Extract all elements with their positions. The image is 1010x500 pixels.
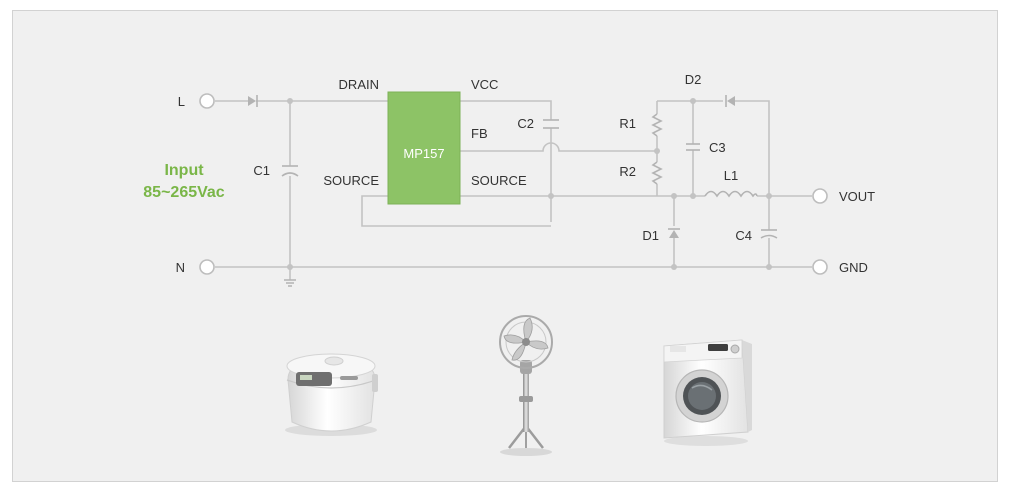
terminal-n (199, 259, 215, 275)
r2-label: R2 (619, 164, 636, 179)
input-title: Input (164, 162, 204, 179)
terminal-vout (812, 188, 828, 204)
pin-vcc-label: VCC (471, 77, 498, 92)
washing-machine-icon (663, 339, 752, 446)
input-range: 85~265Vac (143, 184, 225, 201)
stand-fan-icon (499, 315, 553, 456)
input-diode (248, 95, 258, 107)
ground-icon (284, 279, 296, 287)
d2-diode (725, 95, 735, 107)
junctions (287, 98, 772, 270)
terminal-l (199, 93, 215, 109)
c4-capacitor (760, 229, 778, 239)
d1-label: D1 (642, 228, 659, 243)
pin-source-right-label: SOURCE (471, 173, 527, 188)
terminal-gnd (812, 259, 828, 275)
r1-resistor (651, 113, 663, 137)
r1-label: R1 (619, 116, 636, 131)
chip-name: MP157 (403, 146, 444, 161)
terminal-gnd-label: GND (839, 260, 868, 275)
c2-label: C2 (517, 116, 534, 131)
l1-label: L1 (724, 168, 738, 183)
terminal-l-label: L (178, 94, 185, 109)
c1-label: C1 (253, 163, 270, 178)
r2-resistor (651, 161, 663, 185)
c1-capacitor (281, 165, 299, 177)
c4-label: C4 (735, 228, 752, 243)
l1-inductor (704, 190, 758, 198)
pin-fb-label: FB (471, 126, 488, 141)
pin-source-left-label: SOURCE (323, 173, 379, 188)
d1-diode (668, 228, 680, 238)
d2-label: D2 (685, 72, 702, 87)
terminal-n-label: N (176, 260, 185, 275)
wires (215, 100, 812, 280)
c3-label: C3 (709, 140, 726, 155)
diagram-panel (12, 10, 998, 482)
mp157-chip (387, 91, 461, 205)
c3-capacitor (686, 143, 700, 151)
rice-cooker-icon (285, 353, 378, 436)
terminal-vout-label: VOUT (839, 189, 875, 204)
c2-capacitor (543, 119, 559, 129)
pin-drain-label: DRAIN (339, 77, 379, 92)
